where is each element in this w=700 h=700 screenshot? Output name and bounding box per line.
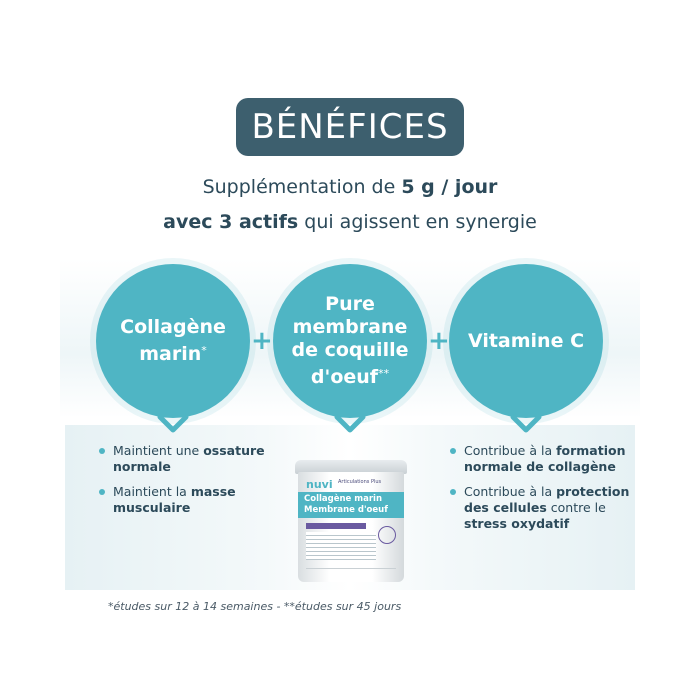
- list-item: Contribue à la formation normale de coll…: [450, 443, 640, 475]
- product-image: nuvi Articulations Plus Collagène marin …: [295, 460, 407, 584]
- right-benefits-list: Contribue à la formation normale de coll…: [450, 443, 640, 541]
- product-seal-icon: [378, 526, 396, 544]
- product-brand: nuvi: [306, 478, 333, 491]
- product-footer: [306, 568, 396, 577]
- list-item: Contribue à la protection des cellules c…: [450, 484, 640, 532]
- product-lid: [295, 460, 407, 474]
- chevron-down-icon: [334, 414, 366, 433]
- product-line: Articulations Plus: [338, 479, 382, 485]
- plus-icon: +: [428, 326, 450, 356]
- chevron-down-icon: [157, 414, 189, 433]
- product-fine-print: [306, 532, 376, 560]
- product-body: nuvi Articulations Plus Collagène marin …: [298, 472, 404, 582]
- subtitle-line-2: avec 3 actifs qui agissent en synergie: [163, 211, 537, 233]
- plus-icon: +: [251, 326, 273, 356]
- list-item: Maintient une ossature normale: [99, 443, 269, 475]
- product-stripe: [306, 523, 366, 529]
- left-benefits-list: Maintient une ossature normale Maintient…: [99, 443, 269, 525]
- page-title: BÉNÉFICES: [251, 107, 449, 147]
- bullet-icon: [99, 489, 105, 495]
- bullet-icon: [99, 448, 105, 454]
- bullet-icon: [450, 489, 456, 495]
- active-circle-collagen: Collagène marin*: [96, 264, 250, 418]
- product-label-band: Collagène marin Membrane d'oeuf: [298, 492, 404, 518]
- title-badge: BÉNÉFICES: [236, 98, 464, 156]
- active-circle-vitamin-c: Vitamine C: [449, 264, 603, 418]
- active-circle-eggshell-membrane: Pure membrane de coquille d'oeuf**: [273, 264, 427, 418]
- chevron-down-icon: [510, 414, 542, 433]
- subtitle-line-1: Supplémentation de 5 g / jour: [202, 176, 498, 198]
- bullet-icon: [450, 448, 456, 454]
- list-item: Maintient la masse musculaire: [99, 484, 269, 516]
- footnote: *études sur 12 à 14 semaines - **études …: [108, 600, 402, 613]
